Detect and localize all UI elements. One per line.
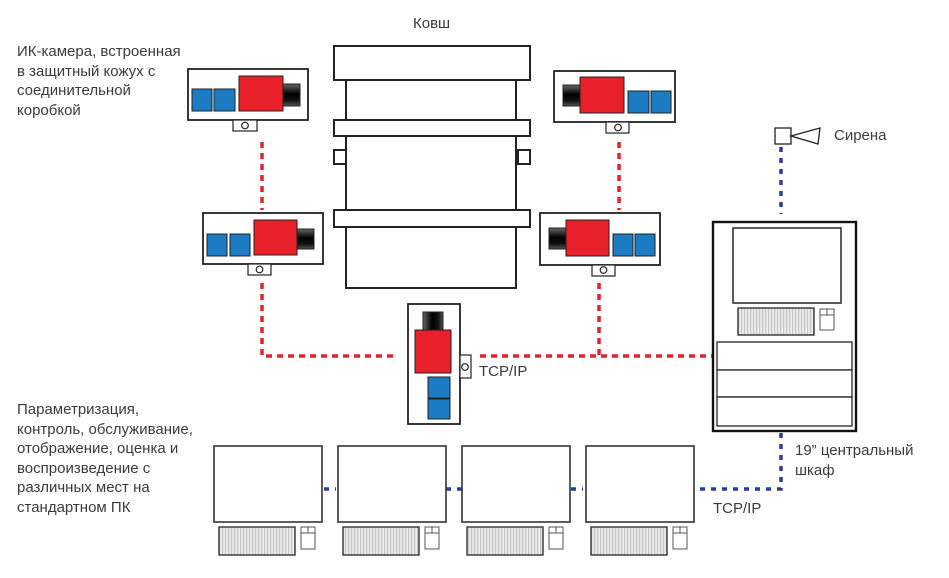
pc-note-line: отображение, оценка и (17, 440, 179, 457)
mouse-icon (819, 308, 835, 331)
line-cabinet-to-pc-4 (694, 433, 783, 491)
connector-box (427, 376, 451, 399)
ladle (333, 45, 531, 289)
keyboard-icon (342, 526, 420, 556)
pc-note-line: стандартном ПК (17, 498, 131, 516)
keyboard-icon (218, 526, 296, 556)
workstation-2[interactable] (337, 445, 447, 556)
connector-box (612, 233, 634, 257)
monitor (585, 445, 695, 523)
camera-note-line: ИК-камера, встроенная (17, 43, 181, 60)
mouse-icon (300, 526, 316, 550)
central-cabinet[interactable] (711, 220, 858, 433)
keyboard-icon (737, 307, 815, 336)
connector-box (191, 88, 213, 112)
cabinet-drawer (716, 341, 853, 371)
pc-note-line: Параметризация, (17, 401, 140, 418)
cabinet-note-line: 19” центральный (795, 442, 914, 459)
pc-network-lines (324, 147, 783, 491)
camera-bottom-center[interactable] (407, 303, 472, 425)
camera-note: ИК-камера, встроенная в защитный кожух с… (17, 42, 181, 120)
siren-icon (774, 127, 821, 145)
connector-box (229, 233, 251, 257)
camera-note-line: коробкой (17, 101, 81, 119)
camera-note-line: в защитный кожух с (17, 62, 156, 80)
lens-icon (422, 311, 444, 331)
pc-note: Параметризация, контроль, обслуживание, … (17, 400, 193, 517)
lens-icon (296, 228, 315, 250)
camera-mid-right[interactable] (539, 212, 661, 277)
tcp-ip-bottom-label: TCP/IP (713, 500, 762, 517)
pc-note-line: воспроизведение с (17, 459, 151, 477)
mouse-icon (424, 526, 440, 550)
lens-icon (548, 227, 568, 250)
camera-top-right[interactable] (553, 70, 676, 134)
connector-box (206, 233, 228, 257)
cabinet-note-line: шкаф (795, 461, 835, 479)
keyboard-icon (466, 526, 544, 556)
camera-body (253, 219, 298, 256)
workstation-1[interactable] (213, 445, 323, 556)
ladle-label: Ковш (413, 15, 451, 32)
siren-label: Сирена (834, 127, 887, 144)
camera-body (414, 329, 452, 374)
keyboard-icon (590, 526, 668, 556)
monitor (461, 445, 571, 523)
mouse-icon (672, 526, 688, 550)
camera-body (565, 219, 610, 257)
camera-network-lines (260, 142, 712, 358)
camera-body (238, 75, 284, 112)
connector-box (627, 90, 650, 114)
mouse-icon (548, 526, 564, 550)
monitor (213, 445, 323, 523)
cabinet-note: 19” центральный шкаф (795, 441, 913, 480)
connector-box (650, 90, 672, 114)
cabinet-drawer (716, 396, 853, 427)
workstation-4[interactable] (585, 445, 695, 556)
monitor (337, 445, 447, 523)
line-cam-mid-left-to-bus (260, 283, 398, 358)
connector-box (213, 88, 236, 112)
lens-icon (282, 83, 301, 107)
camera-note-line: соединительной (17, 82, 131, 99)
pc-note-line: контроль, обслуживание, (17, 420, 193, 438)
cabinet-drawer (716, 369, 853, 398)
connector-box (634, 233, 656, 257)
pc-note-line: различных мест на (17, 479, 150, 496)
tcp-ip-center-label: TCP/IP (479, 363, 528, 380)
cabinet-monitor (732, 227, 842, 304)
connector-box (427, 398, 451, 420)
camera-mid-left[interactable] (202, 212, 324, 276)
camera-body (579, 76, 625, 114)
lens-icon (562, 84, 582, 107)
workstation-3[interactable] (461, 445, 571, 556)
camera-top-left[interactable] (187, 68, 309, 132)
